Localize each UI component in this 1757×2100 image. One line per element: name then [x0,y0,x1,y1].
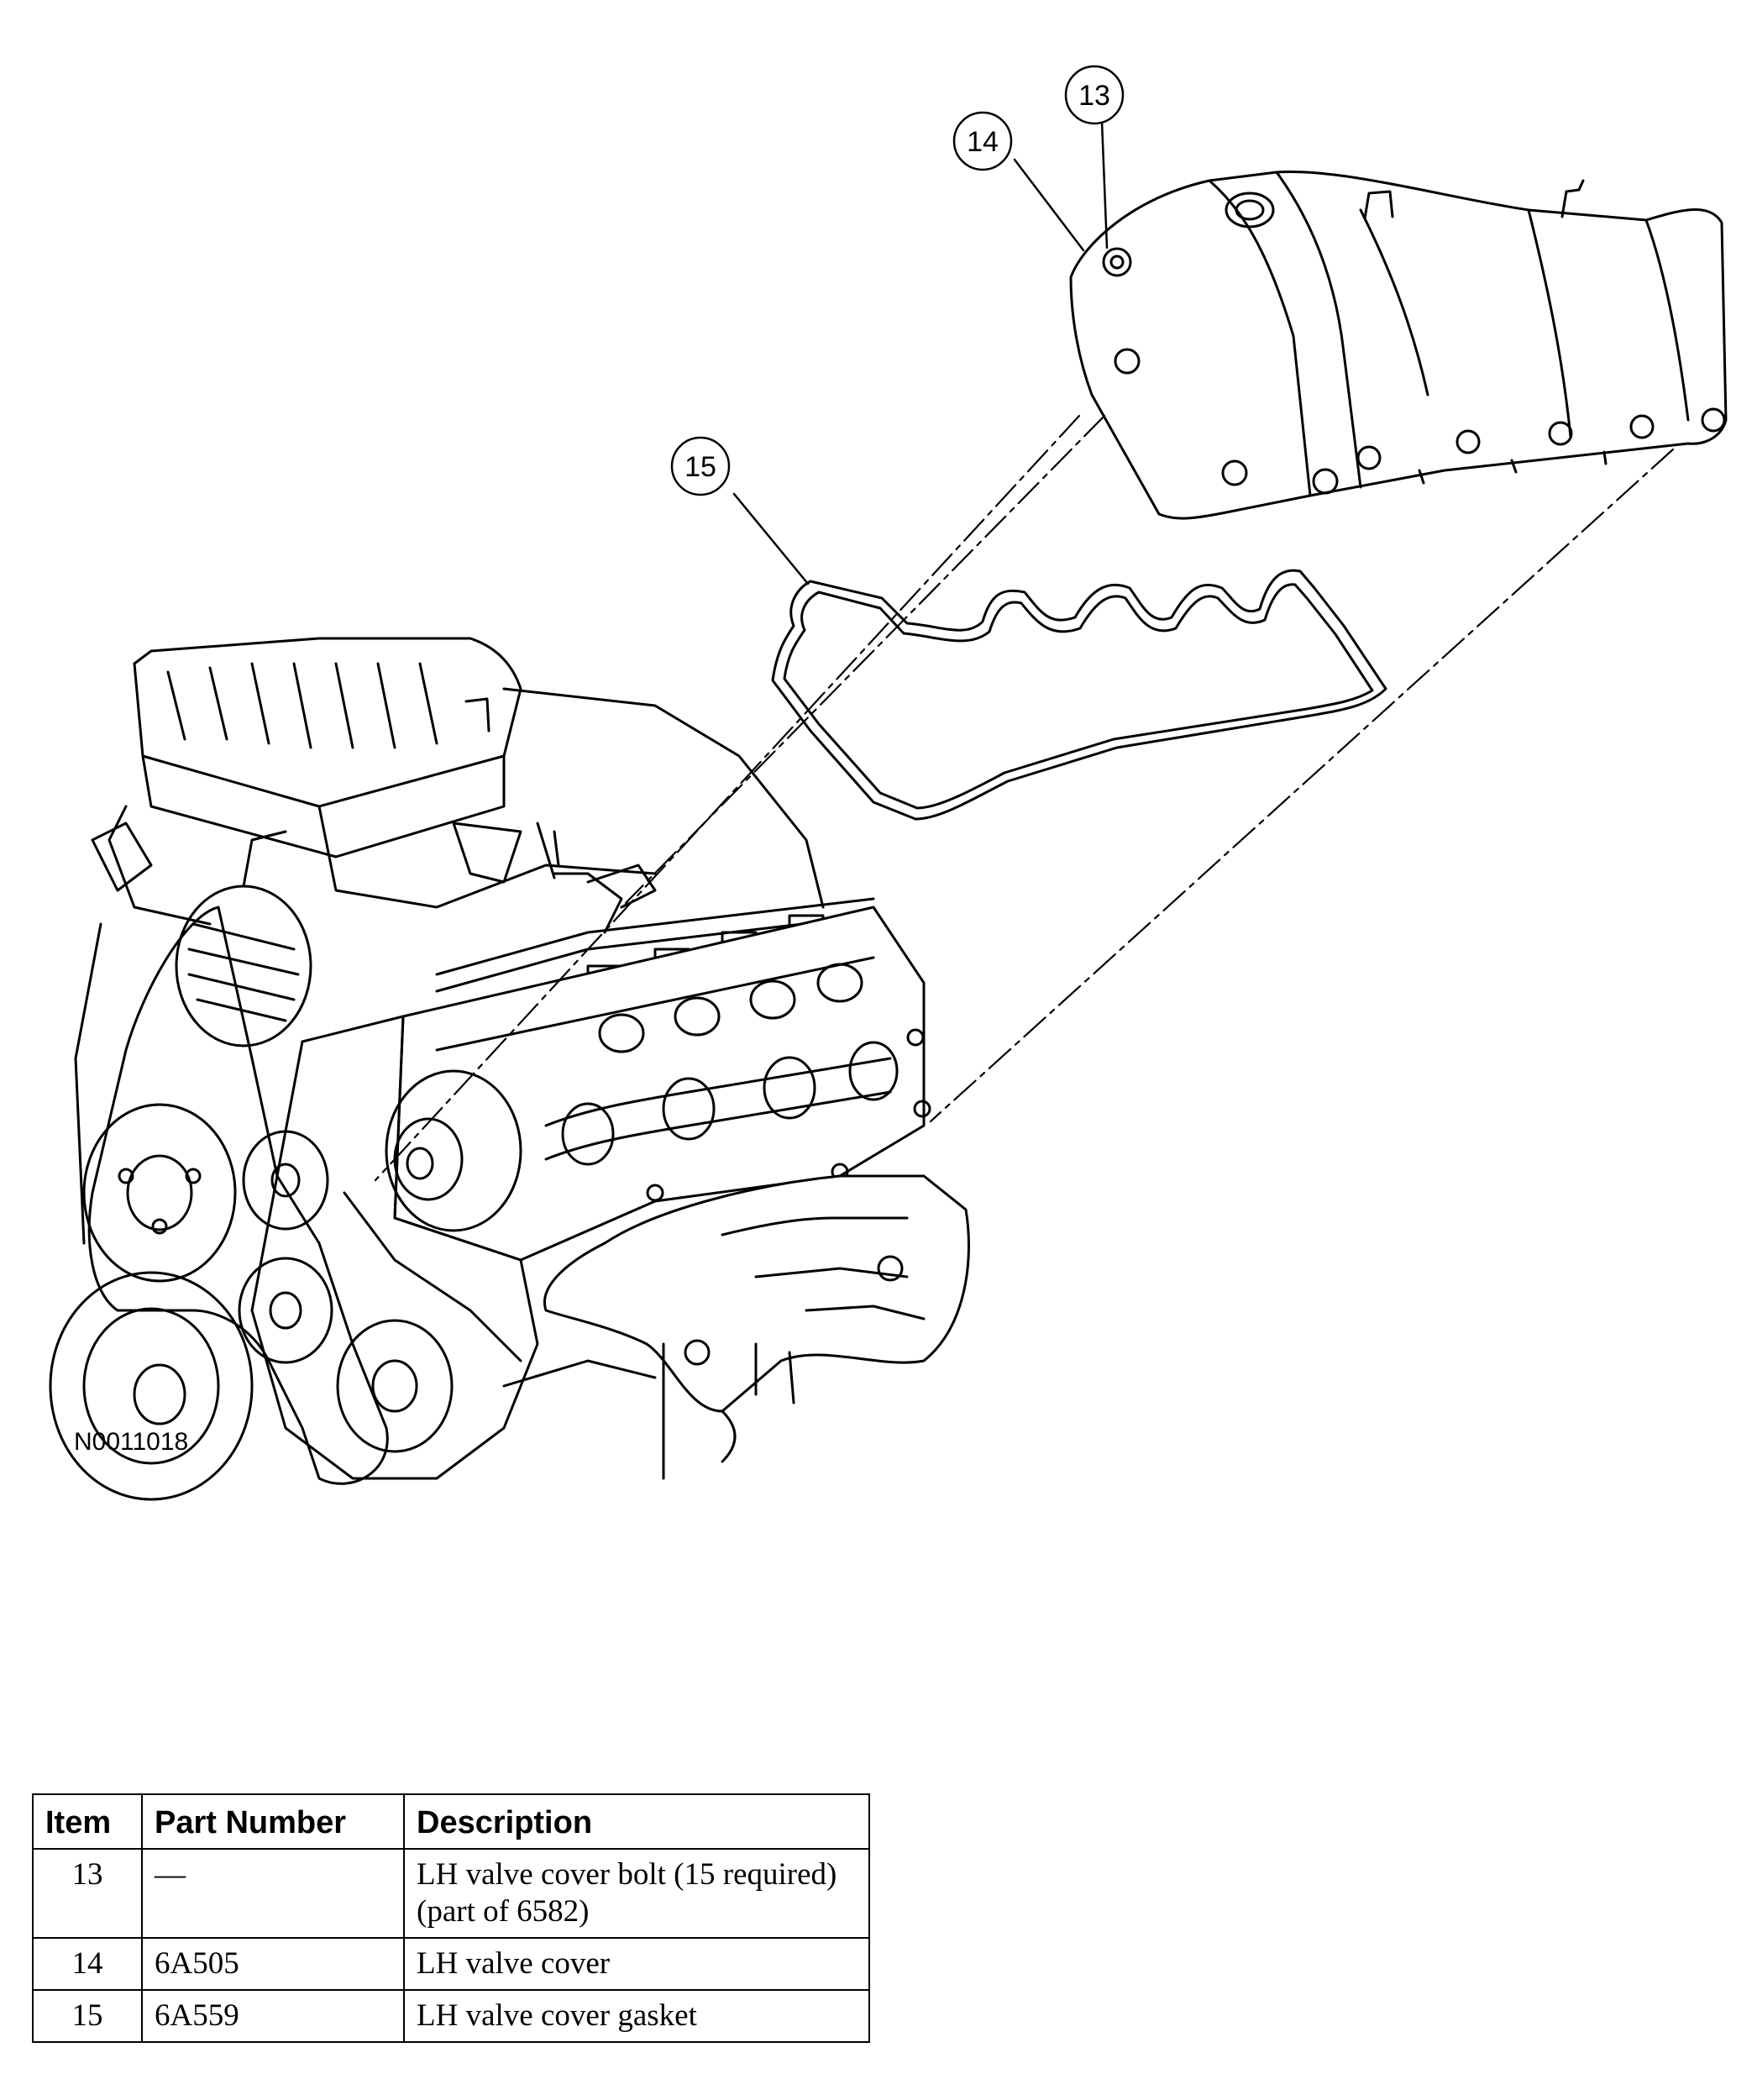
cell-item: 15 [32,1989,143,2043]
table-row: 15 6A559 LH valve cover gasket [32,1989,870,2043]
parts-table: Item Part Number Description 13 — LH val… [32,1793,870,2043]
table-row: 14 6A505 LH valve cover [32,1937,870,1991]
table-header-row: Item Part Number Description [32,1793,870,1850]
alignment-lines [374,414,1675,1182]
valve-cover-illustration [1069,171,1728,520]
callout-circles [670,65,1125,496]
table-row: 13 — LH valve cover bolt (15 required) (… [32,1848,870,1939]
engine-illustration [49,637,970,1501]
header-item: Item [32,1793,143,1850]
cell-part-number: 6A559 [141,1989,405,2043]
cell-description: LH valve cover [403,1937,870,1991]
callout-13: 13 [1078,80,1110,112]
cell-description: LH valve cover gasket [403,1989,870,2043]
cell-item: 14 [32,1937,143,1991]
callout-14: 14 [967,126,999,158]
cell-part-number: 6A505 [141,1937,405,1991]
engine-exploded-diagram: 13 14 15 [49,65,1728,1501]
cell-part-number: — [141,1848,405,1939]
cell-item: 13 [32,1848,143,1939]
callout-15: 15 [684,451,716,483]
header-description: Description [403,1793,870,1850]
header-part-number: Part Number [141,1793,405,1850]
cell-description: LH valve cover bolt (15 required) (part … [403,1848,870,1939]
figure-id: N0011018 [74,1428,189,1456]
callout-leaders [732,78,1109,585]
valve-cover-gasket-illustration [771,569,1387,821]
